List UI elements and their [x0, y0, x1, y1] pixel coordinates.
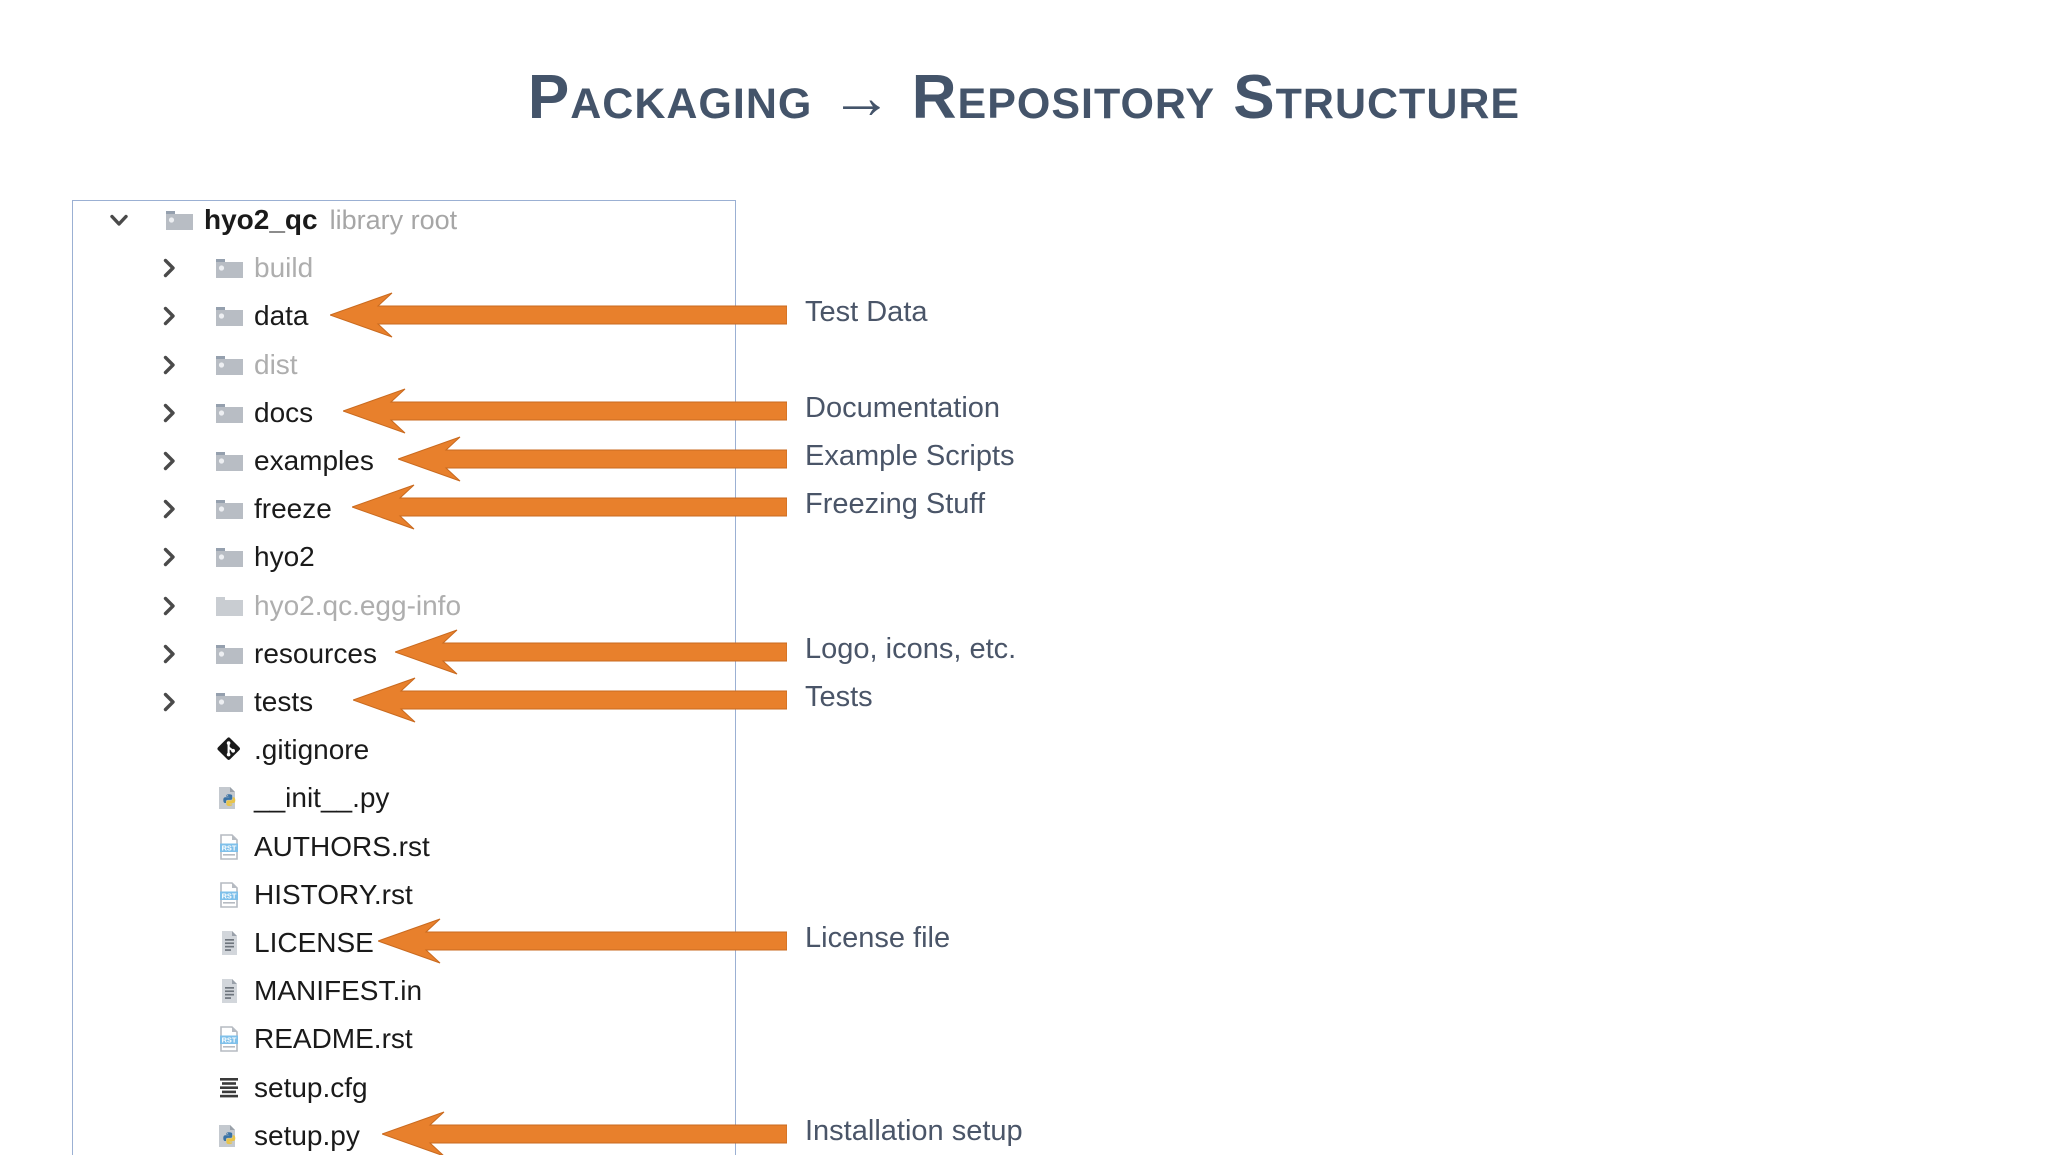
tree-item-manifest-in[interactable]: MANIFEST.in [215, 967, 422, 1015]
folder-icon [215, 255, 245, 281]
tree-item-label: examples [254, 445, 374, 476]
tree-item-freeze[interactable]: freeze [163, 485, 332, 533]
python-file-icon [215, 785, 245, 811]
tree-item-label: dist [254, 348, 298, 380]
tree-item-setup-py[interactable]: setup.py [215, 1112, 360, 1155]
tree-item-license[interactable]: LICENSE [215, 919, 374, 967]
callout-label-tests: Tests [805, 681, 873, 714]
python-file-icon [215, 1123, 245, 1149]
tree-item-label: AUTHORS.rst [254, 830, 430, 862]
chevron-right-icon[interactable] [156, 593, 182, 619]
folder-icon [215, 448, 245, 474]
tree-item-label: hyo2 [254, 541, 315, 573]
callout-arrow-docs [343, 385, 787, 437]
tree-item-authors-rst[interactable]: RST AUTHORS.rst [215, 823, 430, 871]
callout-label-data: Test Data [805, 295, 928, 328]
callout-label-resources: Logo, icons, etc. [805, 632, 1017, 665]
tree-item-label: resources [254, 637, 377, 669]
tree-item-label: README.rst [254, 1023, 413, 1055]
rst-file-icon: RST [215, 881, 245, 908]
chevron-right-icon[interactable] [156, 448, 182, 474]
rst-file-icon: RST [215, 833, 245, 860]
folder-icon [215, 400, 245, 426]
page-title: Packaging → Repository Structure [527, 63, 1521, 132]
git-icon [215, 737, 245, 763]
folder-icon [165, 207, 195, 233]
rst-file-icon: RST [215, 1026, 245, 1053]
callout-label-setup-py: Installation setup [805, 1114, 1023, 1147]
tree-item-hyo2-qc[interactable]: hyo2_qc library root [110, 196, 458, 244]
chevron-right-icon[interactable] [156, 641, 182, 667]
tree-item-label: hyo2.qc.egg-info [254, 589, 462, 621]
tree-item-setup-cfg[interactable]: setup.cfg [215, 1064, 368, 1112]
tree-item-init-py[interactable]: __init__.py [215, 774, 389, 822]
config-file-icon [215, 1075, 245, 1101]
svg-text:RST: RST [222, 843, 237, 852]
tree-item-hyo2[interactable]: hyo2 [163, 533, 315, 581]
tree-item-label: setup.cfg [254, 1071, 368, 1103]
callout-arrow-resources [395, 626, 787, 678]
tree-item-readme-rst[interactable]: RST README.rst [215, 1015, 413, 1063]
chevron-right-icon[interactable] [156, 255, 182, 281]
chevron-right-icon[interactable] [156, 544, 182, 570]
callout-label-license: License file [805, 922, 951, 955]
callout-label-examples: Example Scripts [805, 440, 1015, 473]
callout-arrow-examples [398, 433, 787, 485]
folder-icon [215, 352, 245, 378]
callout-arrow-data [330, 289, 787, 341]
tree-item-note: library root [329, 204, 458, 235]
folder-icon [215, 303, 245, 329]
tree-item-label: build [254, 252, 314, 284]
folder-plain-icon [215, 593, 245, 619]
chevron-down-icon[interactable] [106, 207, 132, 233]
chevron-right-icon[interactable] [156, 400, 182, 426]
chevron-right-icon[interactable] [156, 496, 182, 522]
tree-item-resources[interactable]: resources [163, 630, 377, 678]
callout-label-docs: Documentation [805, 391, 1001, 424]
callout-arrow-freeze [352, 481, 787, 533]
callout-label-freeze: Freezing Stuff [805, 488, 986, 521]
folder-icon [215, 544, 245, 570]
tree-item-gitignore[interactable]: .gitignore [215, 726, 369, 774]
folder-icon [215, 689, 245, 715]
tree-item-label: freeze [254, 493, 332, 525]
text-file-icon [215, 978, 245, 1004]
callout-arrow-setup-py [382, 1108, 787, 1155]
folder-icon [215, 496, 245, 522]
tree-item-history-rst[interactable]: RST HISTORY.rst [215, 871, 413, 919]
tree-item-label: HISTORY.rst [254, 878, 413, 910]
folder-icon [215, 641, 245, 667]
svg-text:RST: RST [222, 1036, 237, 1045]
tree-item-label: LICENSE [254, 927, 374, 958]
tree-item-hyo2-qc-egg-info[interactable]: hyo2.qc.egg-info [163, 582, 462, 630]
callout-arrow-tests [353, 674, 787, 726]
tree-item-label: MANIFEST.in [254, 975, 423, 1007]
chevron-right-icon[interactable] [156, 303, 182, 329]
svg-text:RST: RST [222, 891, 237, 900]
chevron-right-icon[interactable] [156, 352, 182, 378]
tree-item-dist[interactable]: dist [163, 341, 298, 389]
tree-item-label: tests [254, 686, 314, 717]
chevron-right-icon[interactable] [156, 689, 182, 715]
tree-item-label: __init__.py [254, 782, 390, 814]
tree-item-label: .gitignore [254, 734, 370, 766]
tree-item-data[interactable]: data [163, 292, 309, 340]
tree-item-examples[interactable]: examples [163, 437, 374, 485]
callout-arrow-license [378, 915, 787, 967]
tree-item-label: setup.py [254, 1119, 360, 1151]
tree-item-tests[interactable]: tests [163, 678, 314, 726]
file-tree-panel [72, 200, 736, 1155]
tree-item-label: hyo2_qc [204, 204, 318, 235]
text-file-icon [215, 930, 245, 956]
tree-item-docs[interactable]: docs [163, 389, 314, 437]
tree-item-build[interactable]: build [163, 244, 314, 292]
tree-item-label: docs [254, 396, 314, 428]
tree-item-label: data [254, 300, 309, 332]
